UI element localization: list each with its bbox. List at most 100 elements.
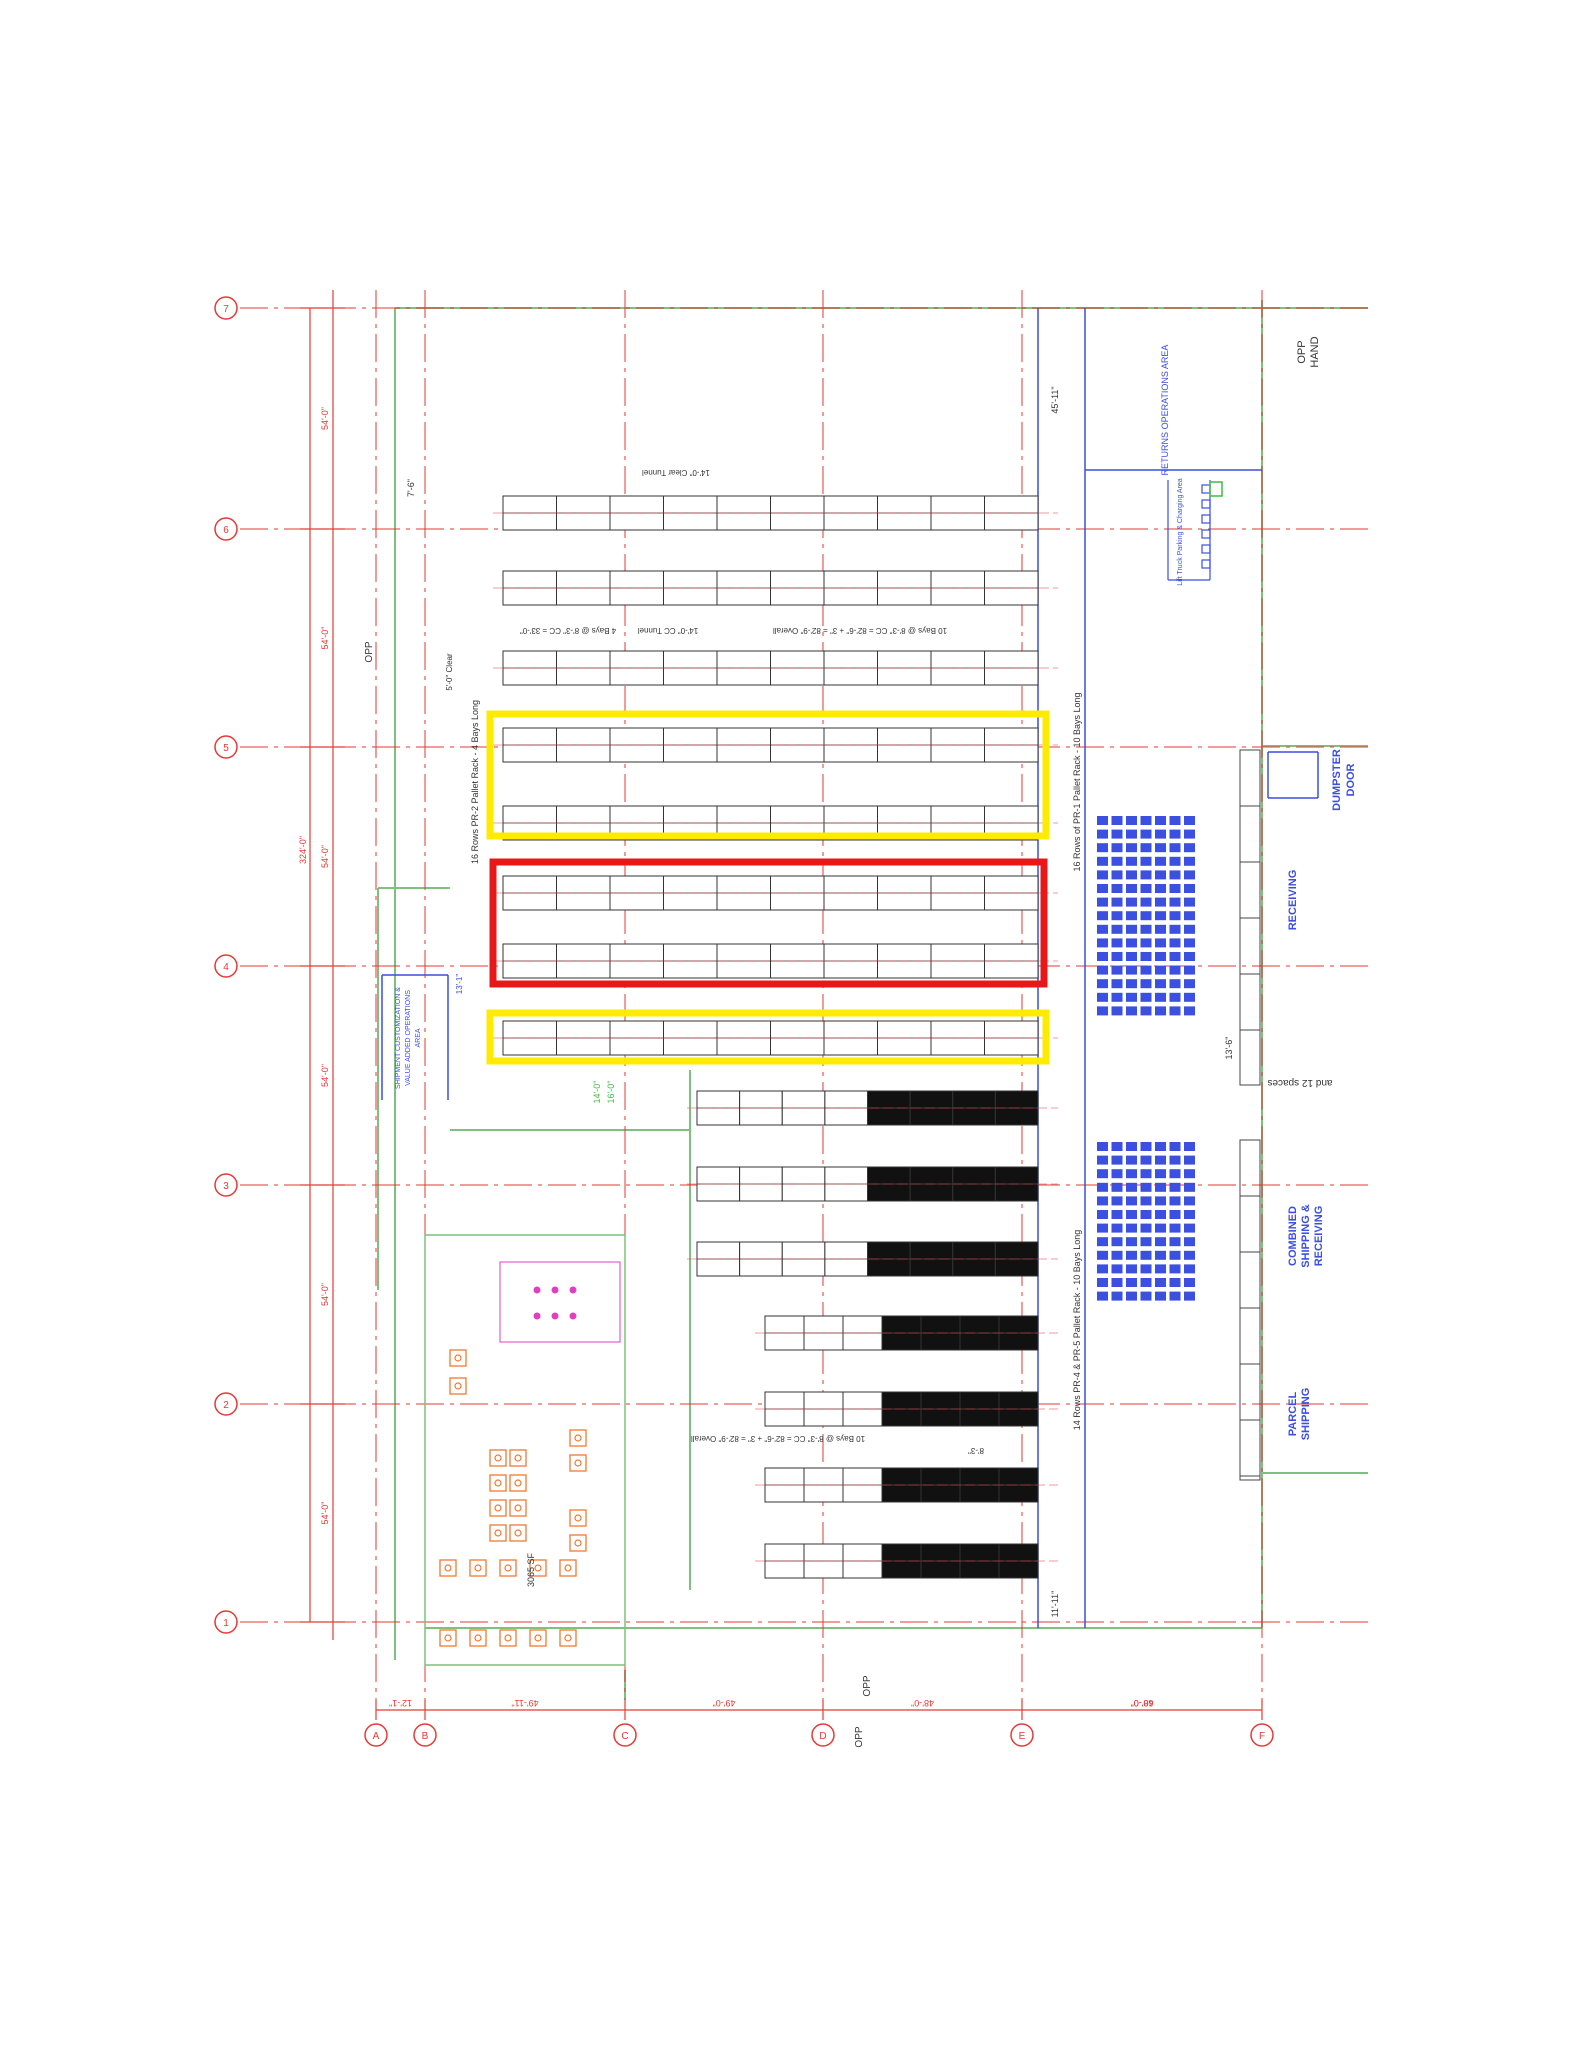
- workstation-chair: [574, 1514, 582, 1522]
- returns-area-label: RETURNS OPERATIONS AREA: [1160, 345, 1170, 476]
- pallet-position: [1155, 1237, 1166, 1247]
- combined-label-1: COMBINED: [1287, 1206, 1299, 1266]
- pallet-position: [1111, 1142, 1123, 1151]
- pallet-position: [1169, 870, 1181, 880]
- pallet-position: [1097, 1291, 1108, 1301]
- pallet-position: [1111, 938, 1123, 948]
- workstation: [509, 1449, 527, 1467]
- dock-strip: [1239, 1139, 1261, 1481]
- workstation: [499, 1629, 517, 1647]
- pallet-position: [1140, 1210, 1152, 1219]
- workstation: [449, 1349, 467, 1367]
- pallet-position: [1126, 938, 1137, 948]
- rack-row: [493, 875, 1058, 911]
- pallet-position: [1140, 1142, 1152, 1151]
- pallet-position: [1169, 1142, 1181, 1151]
- bays-top-label: 10 Bays @ 8'-3" CC = 82'-6" + 3" = 82'-9…: [773, 626, 947, 635]
- pallet-position: [1097, 1210, 1108, 1219]
- workstation-chair: [474, 1634, 482, 1642]
- rack-dim-label: 8'-3": [968, 1446, 984, 1455]
- pallet-position: [1126, 979, 1137, 989]
- workstation: [559, 1559, 577, 1577]
- pallet-position: [1155, 816, 1166, 825]
- workstation: [529, 1629, 547, 1647]
- dim-bay-text: 54'-0": [320, 1283, 330, 1306]
- pallet-position: [1111, 856, 1123, 866]
- pallet-position: [1140, 1291, 1152, 1301]
- workstation-chair: [454, 1382, 462, 1390]
- pallet-position: [1126, 1278, 1137, 1287]
- dock-pallet-positions: [1097, 816, 1195, 1301]
- pallet-position: [1155, 965, 1166, 975]
- pallet-position: [1097, 979, 1108, 989]
- pallet-position: [1184, 1291, 1195, 1301]
- workstation-chair: [494, 1504, 502, 1512]
- conference-room: [499, 1261, 621, 1343]
- workstation-chair: [474, 1564, 482, 1572]
- grid-col-bubble: [1010, 1723, 1034, 1747]
- conference-chair: [533, 1286, 541, 1294]
- pallet-position: [1111, 829, 1123, 839]
- rack-row: [493, 727, 1058, 763]
- pallet-position: [1126, 1250, 1137, 1260]
- workstation-chair: [494, 1454, 502, 1462]
- bays-bottom-label: 10 Bays @ 8'-3" CC = 82'-6" + 3" = 82'-9…: [691, 1434, 865, 1443]
- pallet-position: [1126, 870, 1137, 880]
- pallet-position: [1097, 1155, 1108, 1165]
- pallet-position: [1140, 843, 1152, 853]
- opp-bottom-a: OPP: [862, 1675, 873, 1696]
- dock-doors: [1239, 749, 1261, 1481]
- pallet-position: [1126, 856, 1137, 866]
- grid-col-label: B: [422, 1731, 429, 1742]
- rack-row: [493, 1020, 1058, 1056]
- pallet-position: [1140, 829, 1152, 839]
- pallet-position: [1155, 897, 1166, 907]
- opp-bottom-b: OPP: [854, 1726, 865, 1747]
- pallet-position: [1126, 1264, 1137, 1274]
- workstation-chair: [454, 1354, 462, 1362]
- pallet-position: [1126, 992, 1137, 1002]
- pallet-position: [1184, 938, 1195, 948]
- pallet-position: [1097, 1237, 1108, 1247]
- pallet-position: [1097, 952, 1108, 961]
- pallet-position: [1155, 856, 1166, 866]
- workstation-chair: [574, 1434, 582, 1442]
- pallet-position: [1184, 1006, 1195, 1016]
- grid-row-label: 5: [223, 743, 229, 754]
- opp-left-label: OPP: [364, 641, 375, 662]
- grid-col-bubble: [413, 1723, 437, 1747]
- lift-area-label: Lift Truck Parking & Charging Area: [1177, 478, 1184, 585]
- pallet-position: [1111, 1264, 1123, 1274]
- pallet-position: [1184, 816, 1195, 825]
- office-area: [424, 1234, 626, 1666]
- workstation: [509, 1499, 527, 1517]
- pallet-position: [1140, 1250, 1152, 1260]
- pallet-position: [1111, 1182, 1123, 1192]
- workstation: [489, 1524, 507, 1542]
- pallet-position: [1126, 1237, 1137, 1247]
- pallet-position: [1111, 1006, 1123, 1016]
- pallet-position: [1169, 1006, 1181, 1016]
- pallet-position: [1184, 870, 1195, 880]
- pallet-position: [1184, 1264, 1195, 1274]
- workstation: [569, 1429, 587, 1447]
- pallet-position: [1111, 1223, 1123, 1233]
- grid-row-label: 1: [223, 1618, 229, 1629]
- pallet-position: [1155, 1169, 1166, 1179]
- shipment-label-2: VALUE ADDED OPERATIONS: [405, 990, 412, 1086]
- pallet-position: [1140, 924, 1152, 934]
- pallet-position: [1111, 979, 1123, 989]
- rack-row: [687, 1241, 1058, 1277]
- conference-chair: [533, 1312, 541, 1320]
- pallet-position: [1184, 1237, 1195, 1247]
- pallet-position: [1169, 843, 1181, 853]
- pallet-position: [1097, 965, 1108, 975]
- grid-row-bubble: [214, 296, 238, 320]
- pallet-position: [1155, 1250, 1166, 1260]
- pallet-position: [1169, 856, 1181, 866]
- pallet-position: [1184, 856, 1195, 866]
- pallet-position: [1111, 843, 1123, 853]
- rack-row: [493, 943, 1058, 979]
- workstation: [439, 1629, 457, 1647]
- pallet-position: [1184, 1169, 1195, 1179]
